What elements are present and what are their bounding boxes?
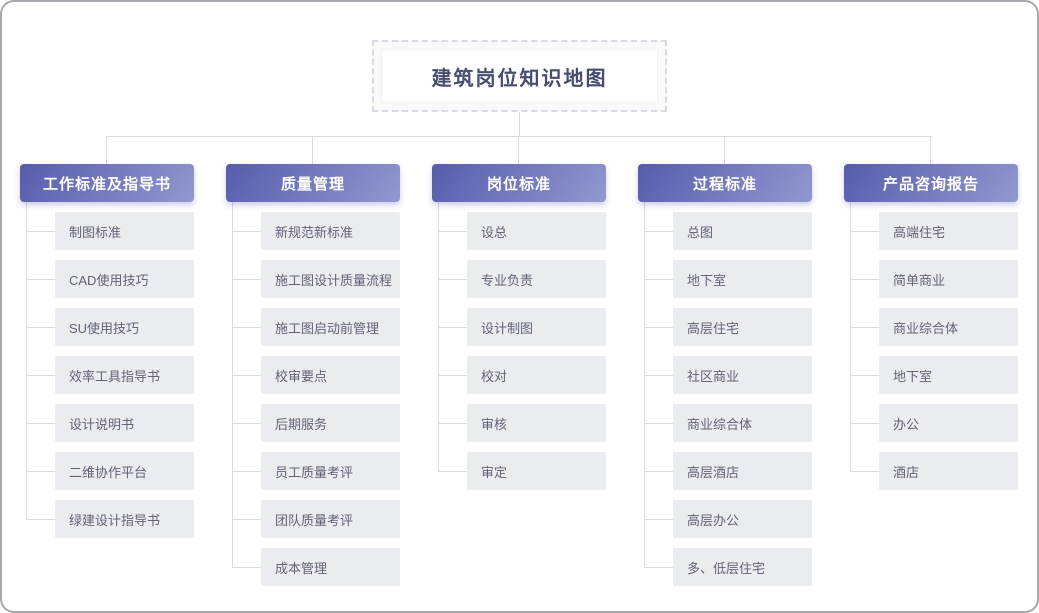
node-item[interactable]: 施工图设计质量流程 [232, 260, 400, 298]
column-header[interactable]: 质量管理 [226, 164, 400, 202]
node-item[interactable]: CAD使用技巧 [26, 260, 194, 298]
column-header[interactable]: 工作标准及指导书 [20, 164, 194, 202]
node-item[interactable]: 总图 [644, 212, 812, 250]
node-item[interactable]: 设总 [438, 212, 606, 250]
node-item[interactable]: SU使用技巧 [26, 308, 194, 346]
node-item[interactable]: 简单商业 [850, 260, 1018, 298]
connector-column-drop [518, 136, 519, 164]
node-item[interactable]: 地下室 [644, 260, 812, 298]
column-4: 过程标准总图地下室高层住宅社区商业商业综合体高层酒店高层办公多、低层住宅 [638, 136, 812, 586]
node-item[interactable]: 多、低层住宅 [644, 548, 812, 586]
node-item[interactable]: 商业综合体 [644, 404, 812, 442]
node-item[interactable]: 施工图启动前管理 [232, 308, 400, 346]
connector-column-spine [438, 202, 439, 471]
node-item[interactable]: 二维协作平台 [26, 452, 194, 490]
node-item[interactable]: 后期服务 [232, 404, 400, 442]
node-item[interactable]: 审核 [438, 404, 606, 442]
node-item[interactable]: 地下室 [850, 356, 1018, 394]
node-item[interactable]: 校对 [438, 356, 606, 394]
connector-column-drop [724, 136, 725, 164]
node-item[interactable]: 设计制图 [438, 308, 606, 346]
column-items: 高端住宅简单商业商业综合体地下室办公酒店 [850, 212, 1018, 490]
node-item[interactable]: 新规范新标准 [232, 212, 400, 250]
node-item[interactable]: 审定 [438, 452, 606, 490]
node-item[interactable]: 社区商业 [644, 356, 812, 394]
connector-column-spine [850, 202, 851, 471]
page-title: 建筑岗位知识地图 [381, 49, 658, 103]
node-item[interactable]: 员工质量考评 [232, 452, 400, 490]
column-items: 设总专业负责设计制图校对审核审定 [438, 212, 606, 490]
node-item[interactable]: 专业负责 [438, 260, 606, 298]
node-item[interactable]: 办公 [850, 404, 1018, 442]
node-item[interactable]: 商业综合体 [850, 308, 1018, 346]
node-item[interactable]: 团队质量考评 [232, 500, 400, 538]
column-items: 新规范新标准施工图设计质量流程施工图启动前管理校审要点后期服务员工质量考评团队质… [232, 212, 400, 586]
column-items: 制图标准 CAD使用技巧 SU使用技巧效率工具指导书设计说明书二维协作平台绿建设计指… [26, 212, 194, 538]
connector-column-drop [312, 136, 313, 164]
column-3: 岗位标准设总专业负责设计制图校对审核审定 [432, 136, 606, 490]
column-items: 总图地下室高层住宅社区商业商业综合体高层酒店高层办公多、低层住宅 [644, 212, 812, 586]
root-node: 建筑岗位知识地图 [372, 40, 667, 112]
node-item[interactable]: 效率工具指导书 [26, 356, 194, 394]
node-item[interactable]: 高端住宅 [850, 212, 1018, 250]
node-item[interactable]: 高层酒店 [644, 452, 812, 490]
connector-column-drop [106, 136, 107, 164]
node-item[interactable]: 绿建设计指导书 [26, 500, 194, 538]
column-5: 产品咨询报告高端住宅简单商业商业综合体地下室办公酒店 [844, 136, 1018, 490]
node-item[interactable]: 校审要点 [232, 356, 400, 394]
node-item[interactable]: 成本管理 [232, 548, 400, 586]
column-header[interactable]: 产品咨询报告 [844, 164, 1018, 202]
connector-column-spine [644, 202, 645, 567]
connector-column-spine [232, 202, 233, 567]
connector-horizontal-rail [107, 136, 932, 137]
node-item[interactable]: 高层办公 [644, 500, 812, 538]
node-item[interactable]: 高层住宅 [644, 308, 812, 346]
connector-column-spine [26, 202, 27, 519]
node-item[interactable]: 制图标准 [26, 212, 194, 250]
node-item[interactable]: 设计说明书 [26, 404, 194, 442]
column-header[interactable]: 岗位标准 [432, 164, 606, 202]
column-header[interactable]: 过程标准 [638, 164, 812, 202]
connector-title-stem [519, 112, 520, 136]
connector-column-drop [930, 136, 931, 164]
node-item[interactable]: 酒店 [850, 452, 1018, 490]
column-2: 质量管理新规范新标准施工图设计质量流程施工图启动前管理校审要点后期服务员工质量考… [226, 136, 400, 586]
column-1: 工作标准及指导书制图标准 CAD使用技巧 SU使用技巧效率工具指导书设计说明书二维协… [20, 136, 194, 538]
